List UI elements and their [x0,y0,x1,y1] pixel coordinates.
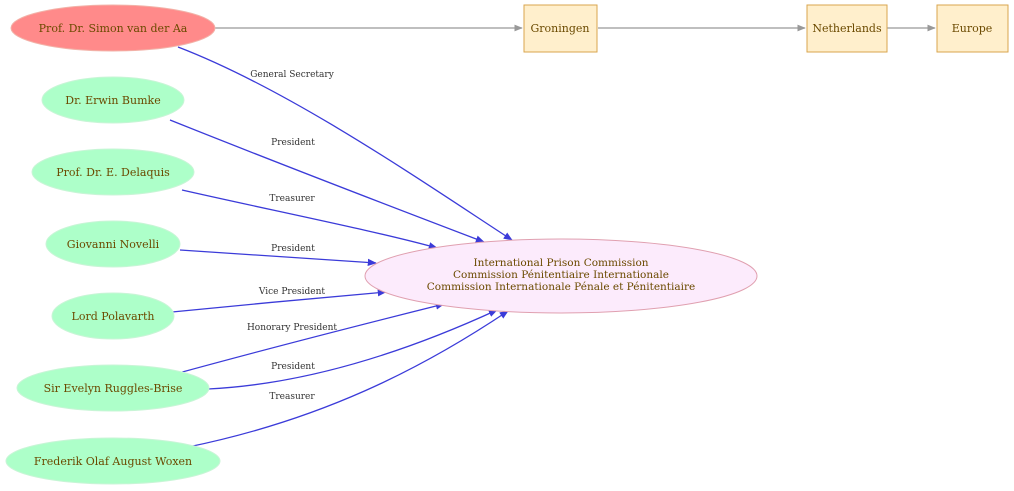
edge-label: President [271,138,315,148]
node-netherlands[interactable]: Netherlands [806,4,888,53]
node-label: Prof. Dr. Simon van der Aa [39,22,188,35]
place-nodes: Groningen Netherlands Europe [523,4,1009,53]
edge-label: President [271,244,315,254]
hub-label-line: International Prison Commission [473,257,648,269]
node-delaquis[interactable]: Prof. Dr. E. Delaquis [31,148,195,196]
edge-novelli-ipc [179,249,377,267]
edge-label: Treasurer [269,194,315,204]
node-woxen[interactable]: Frederik Olaf August Woxen [5,437,221,485]
node-label: Frederik Olaf August Woxen [34,455,192,468]
edge-woxen-ipc [187,310,509,448]
node-ipc[interactable]: International Prison Commission Commissi… [364,238,758,314]
node-polavarth[interactable]: Lord Polavarth [51,292,175,340]
edge-label: Vice President [258,287,326,297]
edge-label: General Secretary [250,70,334,80]
edge-labels: General Secretary President Treasurer Pr… [247,70,337,402]
edge-ruggles-ipc-1 [174,302,445,375]
edge-label: Treasurer [269,392,315,402]
node-label: Giovanni Novelli [67,238,160,251]
node-label: Europe [952,22,993,35]
hub-label-line: Commission Pénitentiaire Internationale [453,269,669,281]
node-label: Netherlands [812,22,882,35]
edge-aa-ipc [177,46,513,241]
hub-label-line: Commission Internationale Pénale et Péni… [427,281,695,293]
edge-label: Honorary President [247,323,337,333]
edge-delaquis-ipc [181,189,438,250]
role-edges [169,46,513,448]
person-nodes: Prof. Dr. Simon van der Aa Dr. Erwin Bum… [5,4,221,485]
node-bumke[interactable]: Dr. Erwin Bumke [41,76,185,124]
node-label: Dr. Erwin Bumke [65,94,160,107]
edge-polavarth-ipc [171,289,387,313]
node-label: Groningen [531,22,590,35]
edge-ruggles-ipc-2 [207,309,498,390]
edge-label: President [271,362,315,372]
edge-bumke-ipc [169,119,485,243]
node-groningen[interactable]: Groningen [523,4,598,53]
node-label: Prof. Dr. E. Delaquis [56,166,170,179]
node-aa[interactable]: Prof. Dr. Simon van der Aa [10,4,216,52]
node-label: Sir Evelyn Ruggles-Brise [44,382,183,395]
node-ruggles[interactable]: Sir Evelyn Ruggles-Brise [16,364,210,412]
node-novelli[interactable]: Giovanni Novelli [45,220,181,268]
node-europe[interactable]: Europe [936,4,1009,53]
node-label: Lord Polavarth [72,310,155,323]
